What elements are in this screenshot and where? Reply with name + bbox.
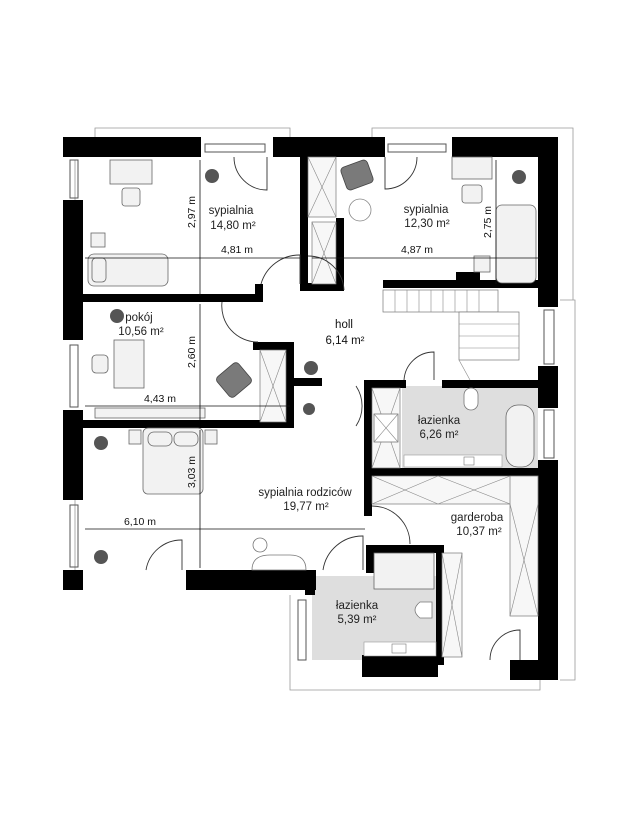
room-name-lazienka-1: łazienka [418,415,461,427]
room-name-lazienka-2: łazienka [336,600,379,612]
balcony-outlines [74,127,576,691]
dim-rodzicow-height: 3,03 m [186,456,198,488]
room-area-lazienka-2: 5,39 m² [338,614,377,626]
room-name-pokoj: pokój [125,312,153,324]
dim-sypialnia-1-height: 2,97 m [186,196,198,228]
dim-sypialnia-2-width: 4,87 m [401,244,433,256]
dim-pokoj-width: 4,43 m [144,393,176,405]
room-name-garderoba: garderoba [451,512,504,524]
room-name-sypialnia-rodzicow: sypialnia rodziców [258,487,352,499]
furniture [87,156,537,657]
room-area-sypialnia-2: 12,30 m² [404,218,450,230]
room-area-sypialnia-1: 14,80 m² [210,220,256,232]
windows [69,143,555,661]
walls [63,137,558,680]
dim-sypialnia-2-height: 2,75 m [482,206,494,238]
dim-rodzicow-width: 6,10 m [124,516,156,528]
dim-pokoj-height: 2,60 m [186,336,198,368]
room-area-sypialnia-rodzicow: 19,77 m² [283,501,329,513]
room-name-sypialnia-2: sypialnia [404,204,449,216]
staircase [382,289,520,381]
room-name-sypialnia-1: sypialnia [209,205,254,217]
dim-sypialnia-1-width: 4,81 m [221,244,253,256]
room-area-holl: 6,14 m² [326,335,365,347]
doors [145,156,521,661]
room-area-pokoj: 10,56 m² [118,326,164,338]
room-area-lazienka-1: 6,26 m² [420,429,459,441]
plants [94,169,526,564]
wardrobes [259,156,539,658]
room-area-garderoba: 10,37 m² [456,526,502,538]
dimension-lines [85,160,540,568]
room-name-holl: holl [335,319,353,331]
